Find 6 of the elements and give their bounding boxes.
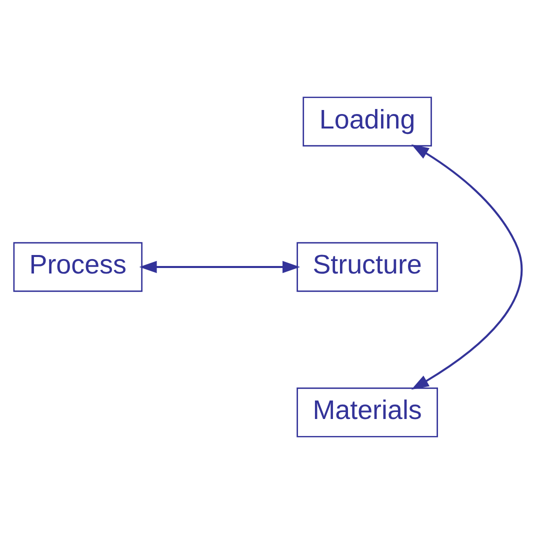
node-box: Materials [296, 387, 438, 438]
node-box: Process [13, 242, 142, 292]
node-box: Structure [296, 242, 438, 292]
node-box: Loading [302, 96, 432, 147]
arrow [411, 144, 523, 390]
arrow [139, 260, 300, 274]
